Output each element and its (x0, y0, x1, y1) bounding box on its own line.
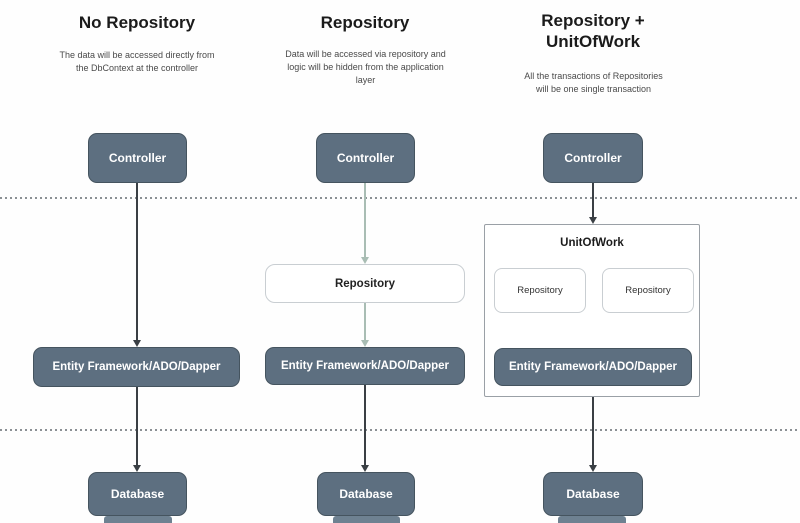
repository-box-col3-left: Repository (494, 268, 586, 313)
repository-box-col2: Repository (265, 264, 465, 303)
ef-label-col2: Entity Framework/ADO/Dapper (280, 360, 450, 372)
arrow-head-icon (361, 465, 369, 472)
dashed-separator-top (0, 197, 800, 199)
col3-subtitle: All the transactions of Repositories wil… (524, 71, 663, 94)
database-label-col1: Database (110, 487, 165, 501)
ef-box-col2: Entity Framework/ADO/Dapper (265, 347, 465, 385)
controller-label-col3: Controller (564, 151, 622, 165)
arrow-line-col1-ef-to-db (136, 387, 138, 465)
controller-label-col2: Controller (336, 151, 395, 165)
database-shadow-col2 (333, 516, 400, 523)
col1-title: No Repository (78, 13, 196, 32)
database-shadow-col1 (104, 516, 172, 523)
arrow-head-icon (361, 257, 369, 264)
controller-box-col1: Controller (88, 133, 187, 183)
arrow-head-icon (589, 465, 597, 472)
controller-label-col1: Controller (108, 151, 167, 165)
col3-title: Repository + UnitOfWork (541, 11, 645, 51)
arrow-line-col2-repo-to-ef (364, 303, 366, 340)
arrow-head-icon (589, 217, 597, 224)
col2-title: Repository (320, 13, 410, 32)
database-box-col2: Database (317, 472, 415, 516)
col1-subtitle: The data will be accessed directly from … (59, 50, 215, 73)
repository-box-col3-right: Repository (602, 268, 694, 313)
arrow-line-col3-controller-to-uow (592, 183, 594, 217)
ef-label-col3: Entity Framework/ADO/Dapper (508, 361, 678, 373)
arrow-head-icon (133, 340, 141, 347)
controller-box-col2: Controller (316, 133, 415, 183)
arrow-line-col1-controller-to-ef (136, 183, 138, 340)
dashed-separator-bottom (0, 429, 800, 431)
ef-label-col1: Entity Framework/ADO/Dapper (52, 361, 221, 373)
arrow-line-col2-controller-to-repo (364, 183, 366, 257)
unitofwork-label: UnitOfWork (560, 237, 624, 249)
controller-box-col3: Controller (543, 133, 643, 183)
ef-box-col3: Entity Framework/ADO/Dapper (494, 348, 692, 386)
database-label-col2: Database (339, 487, 393, 501)
ef-box-col1: Entity Framework/ADO/Dapper (33, 347, 240, 387)
repository-label-col3-right: Repository (625, 285, 671, 296)
database-box-col3: Database (543, 472, 643, 516)
repository-label-col3-left: Repository (517, 285, 563, 296)
database-label-col3: Database (566, 487, 620, 501)
unitofwork-container: UnitOfWork Repository Repository Entity … (484, 224, 700, 397)
arrow-line-col3-uow-to-db (592, 397, 594, 465)
database-box-col1: Database (88, 472, 187, 516)
arrow-head-icon (133, 465, 141, 472)
col2-subtitle: Data will be accessed via repository and… (285, 49, 446, 85)
arrow-line-col2-ef-to-db (364, 385, 366, 465)
repository-label-col2: Repository (334, 277, 396, 290)
arrow-head-icon (361, 340, 369, 347)
database-shadow-col3 (558, 516, 626, 523)
